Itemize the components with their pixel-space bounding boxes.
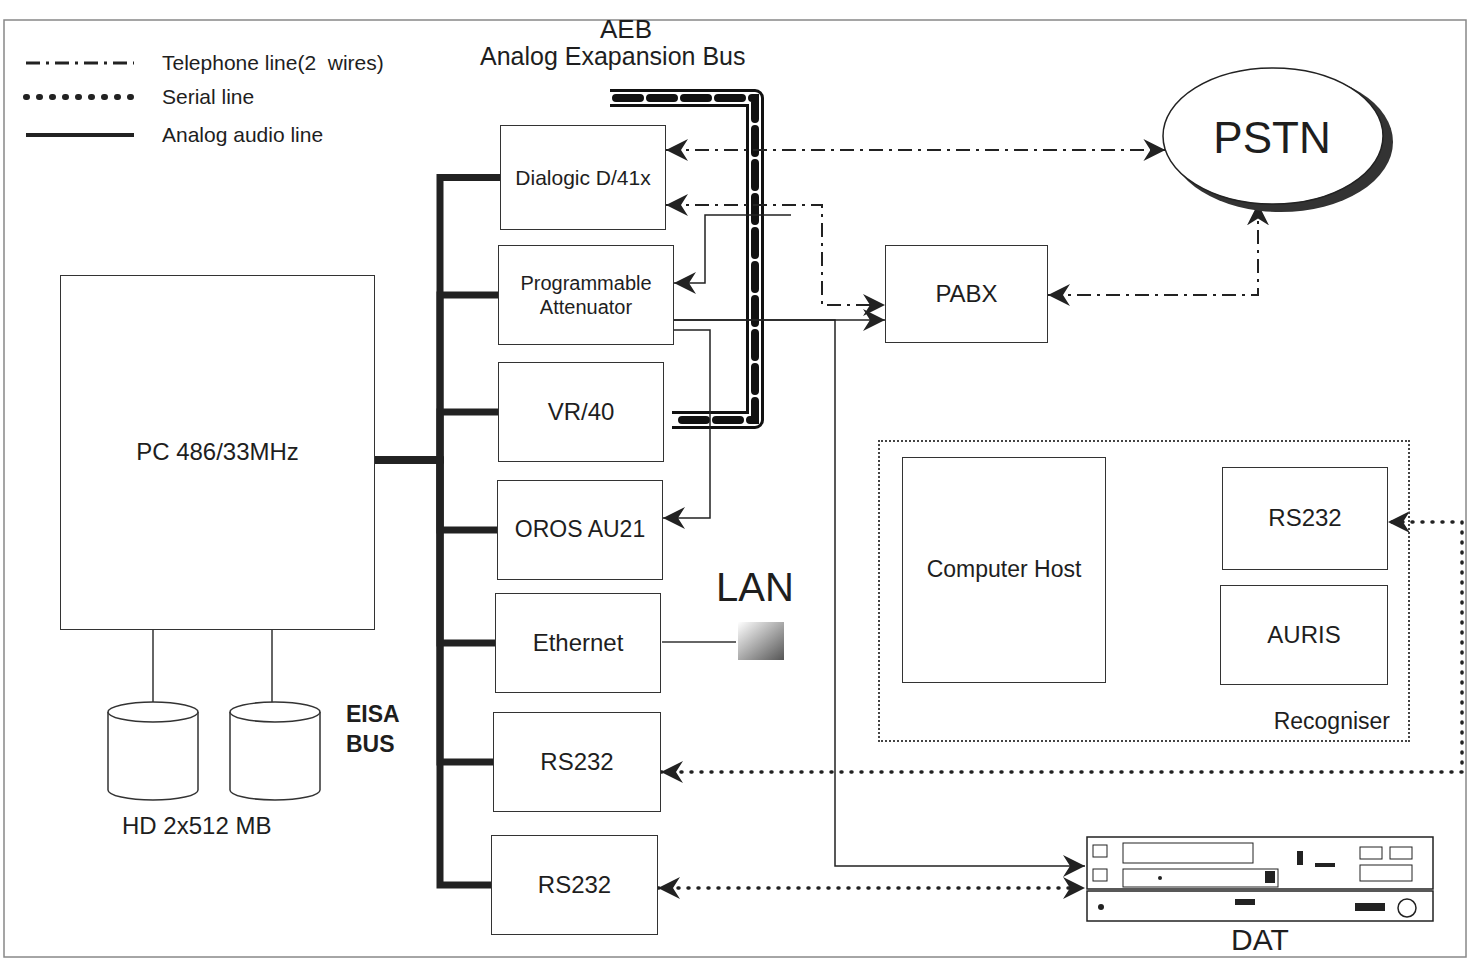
connector [658, 886, 1085, 890]
dat-recorder: DAT [1085, 835, 1435, 925]
node-label: PSTN [1213, 112, 1330, 165]
node-label: Programmable Attenuator [499, 271, 673, 319]
card-box: Programmable Attenuator [498, 245, 674, 345]
card-box: Ethernet [495, 593, 661, 693]
card-box: RS232 [1222, 467, 1388, 570]
pc-box: PC 486/33MHz [60, 275, 375, 630]
eisa-bus-line [375, 178, 500, 461]
connector [674, 215, 791, 283]
node-label: DAT [1085, 925, 1435, 955]
cloud-ellipse: PSTN [1155, 62, 1395, 214]
bus-abbrev: AEB [600, 14, 652, 45]
host-box: Computer Host [902, 457, 1106, 683]
eisa-bus-line [375, 460, 495, 643]
node-label: Recogniser [1274, 708, 1390, 736]
legend-sample [22, 53, 142, 73]
node-label: PC 486/33MHz [130, 438, 305, 467]
card-box: Dialogic D/41x [500, 125, 666, 230]
card-box: RS232 [491, 835, 658, 935]
connector [666, 205, 885, 305]
card-box: OROS AU21 [497, 480, 663, 580]
node-label: Ethernet [527, 629, 630, 658]
hard-disks [108, 630, 320, 800]
legend-sample [22, 125, 142, 145]
recogniser-region: Recogniser Computer Host RS232AURIS [878, 440, 1410, 742]
card-box: AURIS [1220, 585, 1388, 685]
legend-row: Analog audio line [22, 122, 323, 147]
connector [666, 149, 1165, 151]
eisa-bus-line [375, 295, 498, 460]
node-label: RS232 [1262, 504, 1347, 533]
lan-label: LAN [716, 565, 794, 610]
card-box: VR/40 [498, 362, 664, 462]
node-label: RS232 [532, 871, 617, 900]
page-frame [4, 20, 1466, 957]
disk-label: HD 2x512 MB [122, 812, 271, 840]
lan-wire [662, 641, 736, 643]
node-label: Computer Host [921, 556, 1088, 584]
connector [663, 330, 710, 518]
eisa-bus-line [375, 460, 491, 885]
legend-text: Telephone line(2 wires) [162, 50, 384, 75]
bus-name: Analog Exapansion Bus [480, 42, 745, 71]
node-label: AURIS [1261, 621, 1346, 650]
node-label: VR/40 [542, 398, 621, 427]
eisa-bus-line [375, 460, 497, 530]
card-box: RS232 [493, 712, 661, 812]
node-label: RS232 [534, 748, 619, 777]
bus-label: EISA BUS [346, 700, 430, 760]
pabx-box: PABX [885, 245, 1048, 343]
legend-sample [22, 87, 142, 107]
node-label: Dialogic D/41x [509, 165, 656, 190]
lan-icon [738, 622, 784, 660]
node-label: PABX [929, 280, 1003, 309]
legend-row: Telephone line(2 wires) [22, 50, 384, 75]
dat-drawing [1085, 835, 1435, 925]
legend-text: Serial line [162, 84, 254, 109]
legend-row: Serial line [22, 84, 254, 109]
eisa-bus-line [375, 412, 498, 460]
connector [1048, 203, 1258, 295]
legend-text: Analog audio line [162, 122, 323, 147]
node-label: OROS AU21 [509, 516, 651, 544]
